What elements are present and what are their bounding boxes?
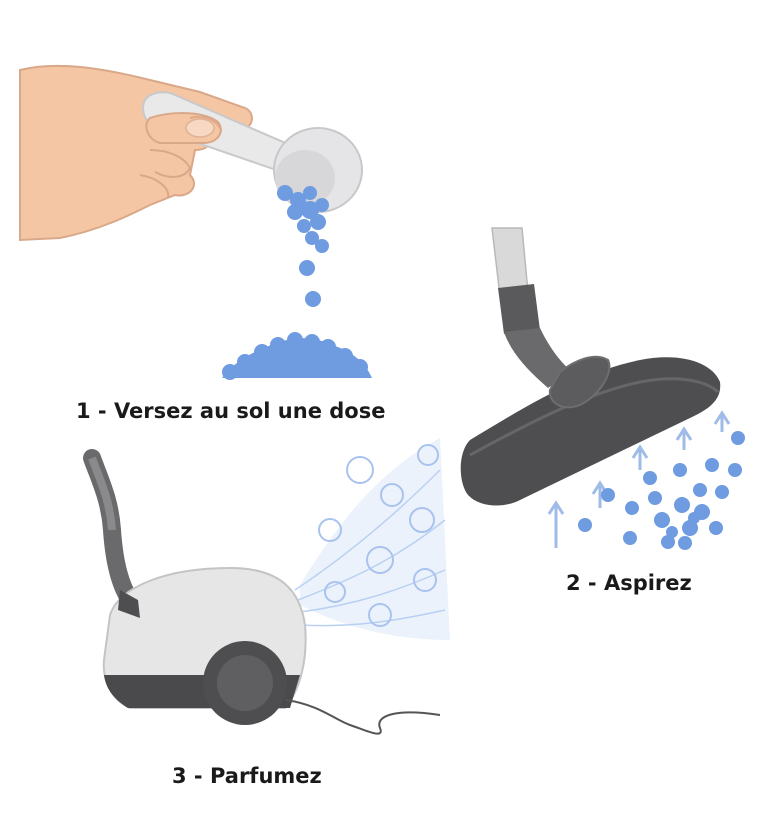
vacuum-floor-nozzle-icon: [460, 227, 721, 506]
scent-cloud: [294, 438, 450, 640]
step-2-caption: 2 - Aspirez: [566, 571, 692, 595]
step-1-caption: 1 - Versez au sol une dose: [76, 399, 386, 423]
granule-pile: [222, 332, 372, 380]
hand-pouring-scoop-icon: [19, 64, 363, 242]
suctioned-granules: [578, 431, 745, 550]
step-3-caption: 3 - Parfumez: [172, 764, 322, 788]
falling-granules: [277, 185, 329, 307]
canister-vacuum-icon: [83, 449, 441, 735]
suction-arrows: [547, 410, 731, 548]
